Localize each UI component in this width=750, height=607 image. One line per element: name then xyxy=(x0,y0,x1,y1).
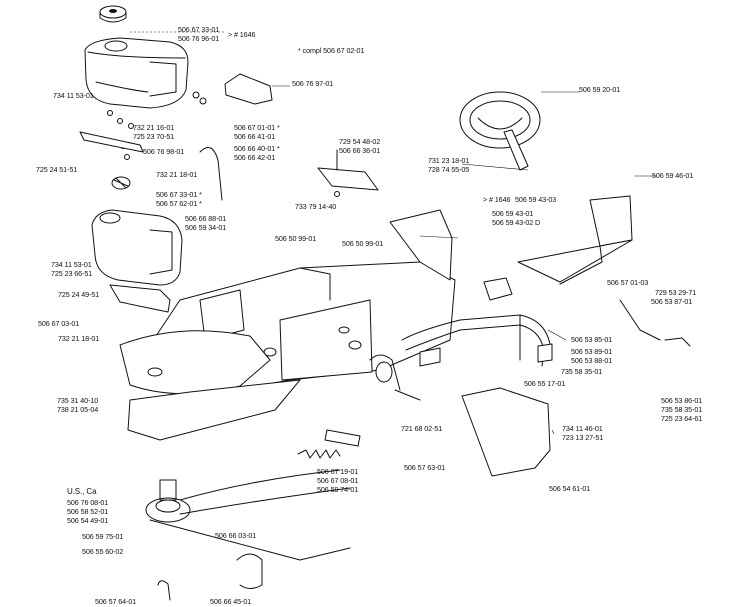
part-number-label: * compl 506 67 02-01 xyxy=(298,46,365,55)
part-number-label: 506 67 03-01 xyxy=(38,319,80,328)
part-number-label: 732 21 18-01 xyxy=(58,334,100,343)
linkage-part xyxy=(619,299,661,341)
pedal-rail-part xyxy=(401,314,553,367)
side-cover-part xyxy=(461,387,551,477)
part-number-label: 506 54 61-01 xyxy=(549,484,591,493)
part-number-label: > # 1646 xyxy=(483,195,511,204)
part-number-label: 738 21 05-04 xyxy=(57,405,99,414)
fuel-tank-lower-part xyxy=(91,209,183,286)
part-number-label: 506 67 33-01 * xyxy=(156,190,202,199)
part-number-label: 725 23 66-51 xyxy=(51,269,93,278)
part-number-label: 732 21 16-01 xyxy=(133,123,175,132)
part-number-label: 506 66 41-01 xyxy=(234,132,276,141)
part-number-label: 506 55 17-01 xyxy=(524,379,566,388)
spring-part xyxy=(297,449,341,459)
part-number-label: 728 74 55-05 xyxy=(428,165,470,174)
part-number-label: 506 53 85-01 xyxy=(571,335,613,344)
part-number-label: 734 11 46-01 xyxy=(562,424,603,433)
fuel-cap-part xyxy=(99,5,127,23)
part-number-label: 725 23 70-51 xyxy=(133,132,175,141)
part-number-label: 506 53 89-01 xyxy=(571,347,613,356)
seat-bracket-part xyxy=(317,167,379,191)
part-number-label: 506 57 62-01 * xyxy=(156,199,202,208)
throttle-rod-part xyxy=(199,147,223,201)
part-number-label: 734 11 53-01 xyxy=(51,260,92,269)
footrest-plate-part xyxy=(119,330,301,441)
bracket-clip-part xyxy=(236,553,263,589)
part-number-label: 506 76 97-01 xyxy=(292,79,334,88)
part-number-label: 506 66 03-01 xyxy=(215,531,257,540)
part-number-label: 506 76 96-01 xyxy=(178,34,220,43)
screws-part xyxy=(107,91,207,160)
part-number-label: 506 57 01-03 xyxy=(607,278,649,287)
part-number-label: 506 76 08-01 xyxy=(67,498,109,507)
part-number-label: 506 67 08-01 xyxy=(317,476,359,485)
part-number-label: 506 67 33-01 xyxy=(178,25,220,34)
region-label: U.S., Ca xyxy=(67,487,97,496)
seat-pan-part xyxy=(517,195,633,285)
part-number-label: 506 58 52-01 xyxy=(67,507,109,516)
part-number-label: 506 53 88-01 xyxy=(571,356,613,365)
part-number-label: 506 66 40-01 * xyxy=(234,144,280,153)
part-number-label: 506 66 88-01 xyxy=(185,214,227,223)
part-number-label: 506 59 46-01 xyxy=(652,171,694,180)
part-number-label: 506 66 42-01 xyxy=(234,153,276,162)
pedal-part xyxy=(483,277,513,301)
steering-wheel-part xyxy=(459,91,541,171)
part-number-label: 506 54 49-01 xyxy=(67,516,109,525)
fuel-tank-upper-part xyxy=(84,37,189,109)
mount-bracket-part xyxy=(224,73,273,105)
part-number-label: 506 50 99-01 xyxy=(342,239,384,248)
part-number-label: 729 53 29-71 xyxy=(655,288,697,297)
part-number-label: 729 54 48-02 xyxy=(339,137,381,146)
hitch-lever-part xyxy=(369,354,421,401)
part-number-label: 506 76 98-01 xyxy=(143,147,185,156)
part-number-label: 735 31 40-10 xyxy=(57,396,99,405)
part-number-label: 721 68 02-51 xyxy=(401,424,443,433)
part-number-label: 506 59 75-01 xyxy=(82,532,124,541)
part-number-label: 506 67 01-01 * xyxy=(234,123,280,132)
part-number-label: 506 59 34-01 xyxy=(185,223,227,232)
part-number-label: 735 58 35-01 xyxy=(561,367,603,376)
part-number-label: 506 59 20-01 xyxy=(579,85,621,94)
clip-part xyxy=(157,580,171,601)
part-number-label: 506 57 64-01 xyxy=(95,597,137,606)
part-number-label: 506 55 60-02 xyxy=(82,547,124,556)
part-number-label: 733 79 14-40 xyxy=(295,202,337,211)
part-number-label: 723 13 27-51 xyxy=(562,433,604,442)
part-number-label: 506 53 87-01 xyxy=(651,297,693,306)
part-number-label: 506 59 43-01 xyxy=(492,209,534,218)
part-number-label: > # 1646 xyxy=(228,30,256,39)
part-number-label: 506 59 43-03 xyxy=(515,195,557,204)
part-number-label: 734 11 53-01 xyxy=(53,91,94,100)
part-number-label: 506 59 74-01 xyxy=(317,485,359,494)
part-number-label: 506 66 45-01 xyxy=(210,597,252,606)
part-number-label: 506 66 36-01 xyxy=(339,146,381,155)
part-number-label: 725 24 49-51 xyxy=(58,290,100,299)
part-number-label: 725 24 51-51 xyxy=(36,165,78,174)
part-number-label: 735 58 35-01 xyxy=(661,405,703,414)
part-number-label: 731 23 18-01 xyxy=(428,156,470,165)
part-number-label: 506 57 63-01 xyxy=(404,463,446,472)
part-number-label: 732 21 18-01 xyxy=(156,170,198,179)
pulley-part xyxy=(145,469,351,523)
part-number-label: 506 53 86-01 xyxy=(661,396,703,405)
tank-bracket-part xyxy=(79,131,144,153)
part-number-label: 506 50 99-01 xyxy=(275,234,317,243)
lower-tank-bracket-part xyxy=(109,284,171,313)
part-number-label: 725 23 64-61 xyxy=(661,414,703,423)
part-number-label: 506 67 19-01 xyxy=(317,467,359,476)
small-cap-part xyxy=(111,176,131,190)
part-number-label: 506 59 43-02 D xyxy=(492,218,541,227)
